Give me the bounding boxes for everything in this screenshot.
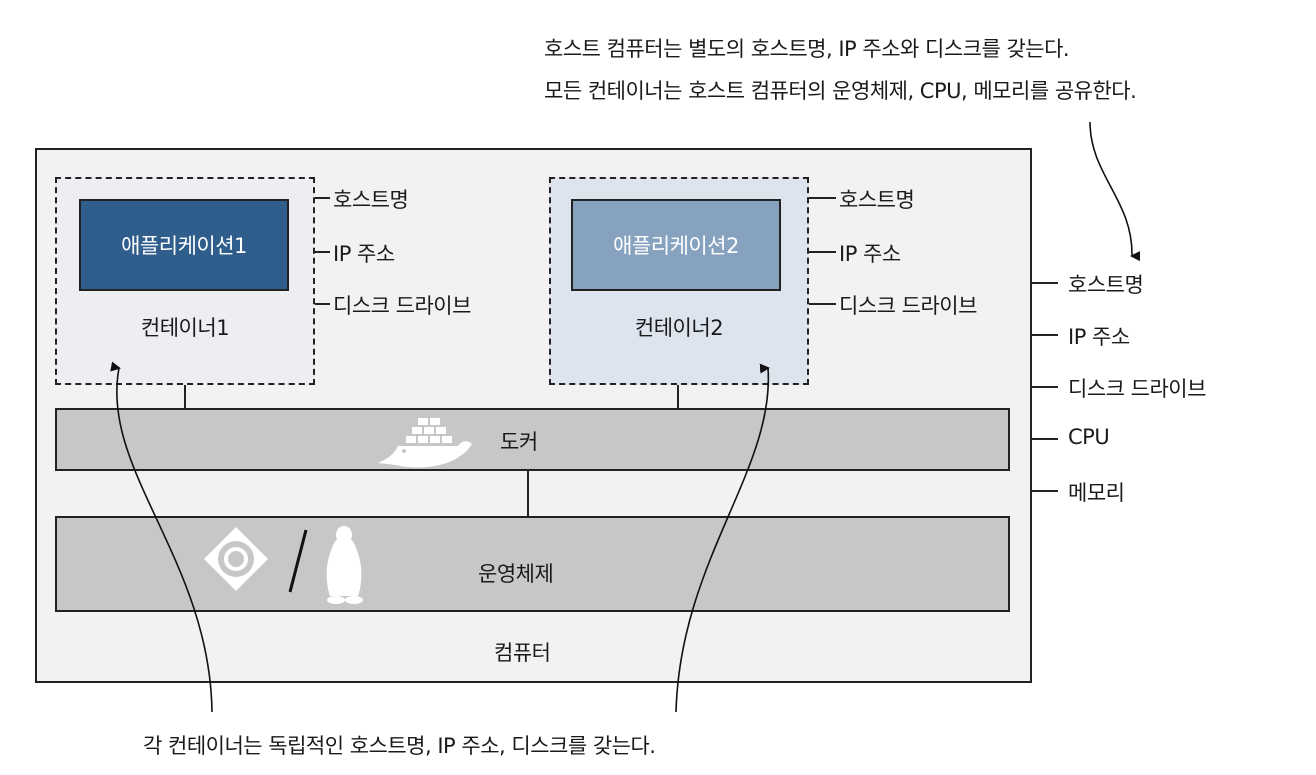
host-cpu: CPU	[1068, 425, 1110, 449]
linux-penguin-icon	[326, 526, 363, 604]
container-1-hostname: 호스트명	[333, 188, 409, 212]
application-2-box: 애플리케이션2	[571, 199, 781, 291]
bottom-note: 각 컨테이너는 독립적인 호스트명, IP 주소, 디스크를 갖는다.	[143, 734, 656, 758]
container-1-label: 컨테이너1	[140, 316, 230, 340]
container-1-ip: IP 주소	[333, 242, 395, 266]
top-note-line-1: 호스트 컴퓨터는 별도의 호스트명, IP 주소와 디스크를 갖는다.	[544, 37, 1070, 61]
host-attribute-ticks	[1032, 282, 1058, 492]
container-2-attribute-ticks	[809, 197, 836, 305]
container-2-ip: IP 주소	[839, 242, 901, 266]
docker-whale-icon	[378, 418, 472, 468]
host-ip: IP 주소	[1068, 325, 1130, 349]
arrow-to-host	[1089, 121, 1141, 262]
slash-divider	[288, 529, 308, 593]
stack-connectors	[184, 385, 679, 516]
arrow-to-container-1	[110, 361, 213, 713]
os-label: 운영체제	[478, 562, 554, 586]
host-disk: 디스크 드라이브	[1068, 377, 1206, 401]
application-1-box: 애플리케이션1	[79, 199, 289, 291]
windows-logo-icon	[204, 527, 268, 591]
arrow-to-container-2	[675, 363, 770, 713]
container-2-hostname: 호스트명	[839, 188, 915, 212]
container-2-disk: 디스크 드라이브	[839, 294, 977, 318]
docker-bar	[55, 408, 1010, 471]
container-1-attribute-ticks	[315, 197, 330, 305]
container-2-label: 컨테이너2	[634, 316, 724, 340]
host-memory: 메모리	[1068, 481, 1125, 505]
container-1-disk: 디스크 드라이브	[333, 294, 471, 318]
host-hostname: 호스트명	[1068, 273, 1144, 297]
computer-label: 컴퓨터	[494, 641, 551, 665]
docker-label: 도커	[500, 430, 538, 454]
top-note-line-2: 모든 컨테이너는 호스트 컴퓨터의 운영체제, CPU, 메모리를 공유한다.	[544, 79, 1137, 103]
